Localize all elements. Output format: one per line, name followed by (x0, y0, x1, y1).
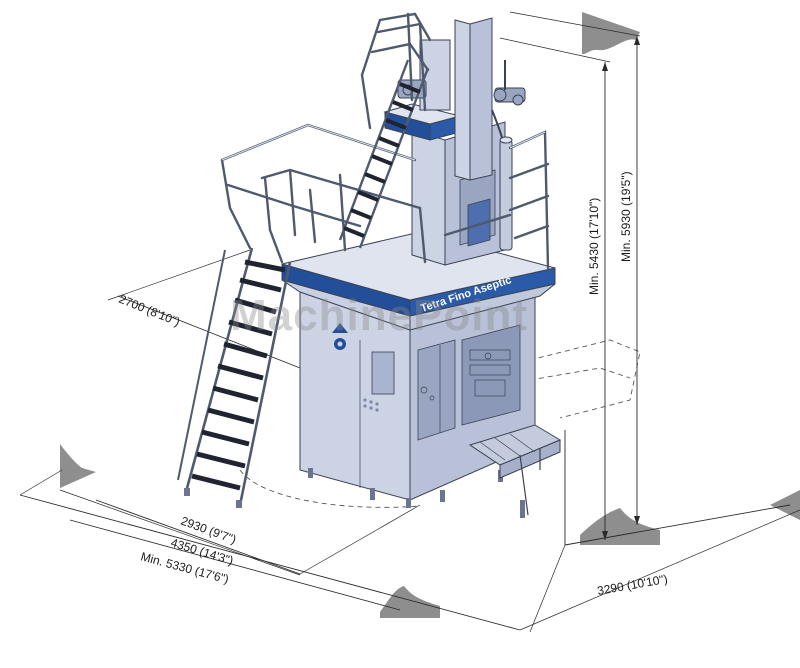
access-ladder (177, 247, 292, 508)
wall-marker-left (60, 444, 96, 488)
wall-markers (60, 12, 800, 618)
floor-footprint (239, 339, 641, 508)
watermark-text: MachinePoint (230, 291, 528, 340)
label-side-width: 3290 (10'10") (596, 572, 669, 598)
storage-cylinder (499, 139, 513, 251)
label-min-height-total: Min. 5930 (19'5") (619, 171, 633, 262)
filling-machine: Tetra Fino Aseptic (281, 17, 562, 518)
upper-ladder (338, 59, 430, 249)
wall-marker-floor-right (580, 508, 660, 545)
label-min-height: Min. 5430 (17'10") (587, 198, 601, 295)
wall-marker-bottom-right (770, 490, 800, 520)
wall-marker-top-right (582, 12, 640, 55)
platform-deck (281, 231, 556, 301)
upper-tower-left (411, 129, 446, 266)
inspection-window-left (371, 351, 395, 395)
dimension-lines (19, 11, 800, 633)
label-platform-width: 2700 (8'10") (117, 292, 182, 329)
wall-marker-floor-center (380, 586, 440, 618)
platform-railing (220, 12, 550, 270)
top-mast-front (469, 17, 493, 181)
top-mast-left (454, 19, 471, 181)
brand-logo-icon (332, 323, 348, 350)
